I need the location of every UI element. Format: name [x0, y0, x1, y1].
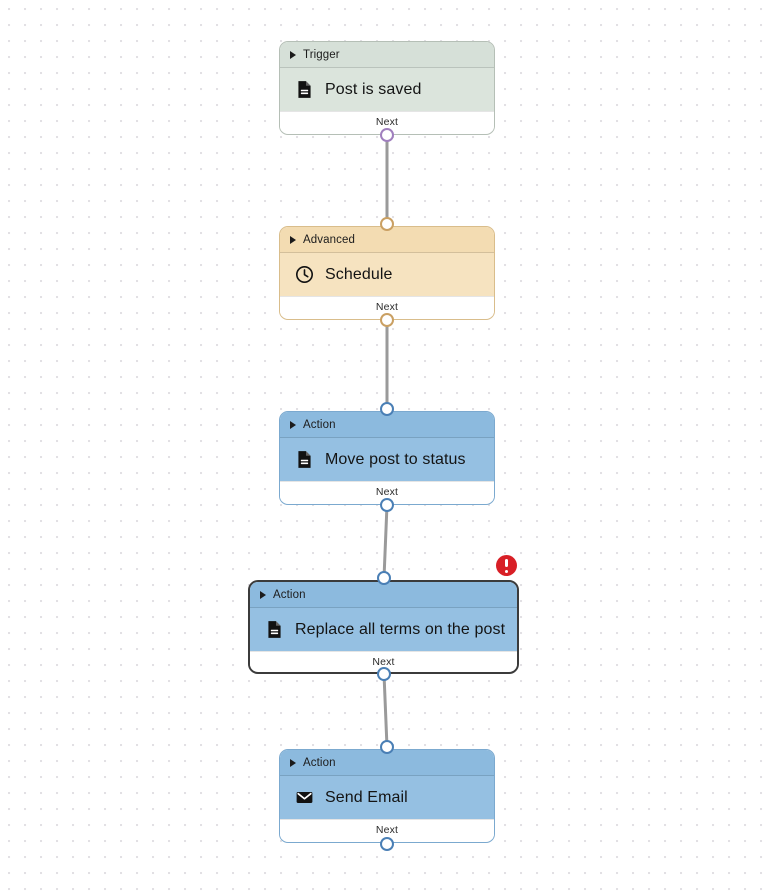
- port-action3-out[interactable]: [380, 837, 394, 851]
- exclamation-icon: [505, 558, 508, 573]
- node-next-footer[interactable]: Next: [280, 111, 494, 131]
- edge-action2-to-action3[interactable]: [382, 672, 389, 749]
- node-header[interactable]: Action: [280, 750, 494, 776]
- node-next-label: Next: [375, 823, 399, 836]
- node-next-footer[interactable]: Next: [280, 296, 494, 316]
- node-kind-label: Trigger: [303, 48, 340, 61]
- node-header[interactable]: Trigger: [280, 42, 494, 68]
- node-title: Post is saved: [325, 80, 422, 98]
- node-kind-label: Action: [303, 756, 336, 769]
- clock-icon: [294, 265, 314, 285]
- document-icon: [294, 450, 314, 470]
- node-next-label: Next: [375, 115, 399, 128]
- document-icon: [294, 80, 314, 100]
- node-title: Move post to status: [325, 450, 466, 468]
- document-icon: [264, 620, 284, 640]
- node-title: Schedule: [325, 265, 393, 283]
- node-header[interactable]: Action: [250, 582, 517, 608]
- node-next-footer[interactable]: Next: [250, 651, 517, 671]
- node-body[interactable]: Move post to status: [280, 438, 494, 481]
- node-next-label: Next: [372, 655, 395, 668]
- edge-action1-to-action2[interactable]: [382, 503, 389, 580]
- port-action1-out[interactable]: [380, 498, 394, 512]
- port-action3-in[interactable]: [380, 740, 394, 754]
- port-action2-in[interactable]: [377, 571, 391, 585]
- node-next-footer[interactable]: Next: [280, 819, 494, 839]
- envelope-icon: [294, 788, 314, 808]
- node-next-label: Next: [375, 300, 399, 313]
- node-kind-label: Action: [303, 418, 336, 431]
- node-title: Send Email: [325, 788, 408, 806]
- node-body[interactable]: Replace all terms on the post: [250, 608, 517, 651]
- error-badge[interactable]: [496, 555, 517, 576]
- node-kind-label: Advanced: [303, 233, 355, 246]
- expand-caret-icon[interactable]: [290, 420, 296, 429]
- port-advanced-out[interactable]: [380, 313, 394, 327]
- node-next-label: Next: [375, 485, 399, 498]
- expand-caret-icon[interactable]: [290, 50, 296, 59]
- port-action1-in[interactable]: [380, 402, 394, 416]
- node-body[interactable]: Post is saved: [280, 68, 494, 111]
- port-trigger-out[interactable]: [380, 128, 394, 142]
- node-kind-label: Action: [273, 588, 306, 601]
- port-action2-out[interactable]: [377, 667, 391, 681]
- node-title: Replace all terms on the post: [295, 620, 506, 638]
- node-header[interactable]: Advanced: [280, 227, 494, 253]
- expand-caret-icon[interactable]: [260, 590, 266, 599]
- port-advanced-in[interactable]: [380, 217, 394, 231]
- node-body[interactable]: Send Email: [280, 776, 494, 819]
- expand-caret-icon[interactable]: [290, 758, 296, 767]
- node-next-footer[interactable]: Next: [280, 481, 494, 501]
- node-body[interactable]: Schedule: [280, 253, 494, 296]
- node-header[interactable]: Action: [280, 412, 494, 438]
- expand-caret-icon[interactable]: [290, 235, 296, 244]
